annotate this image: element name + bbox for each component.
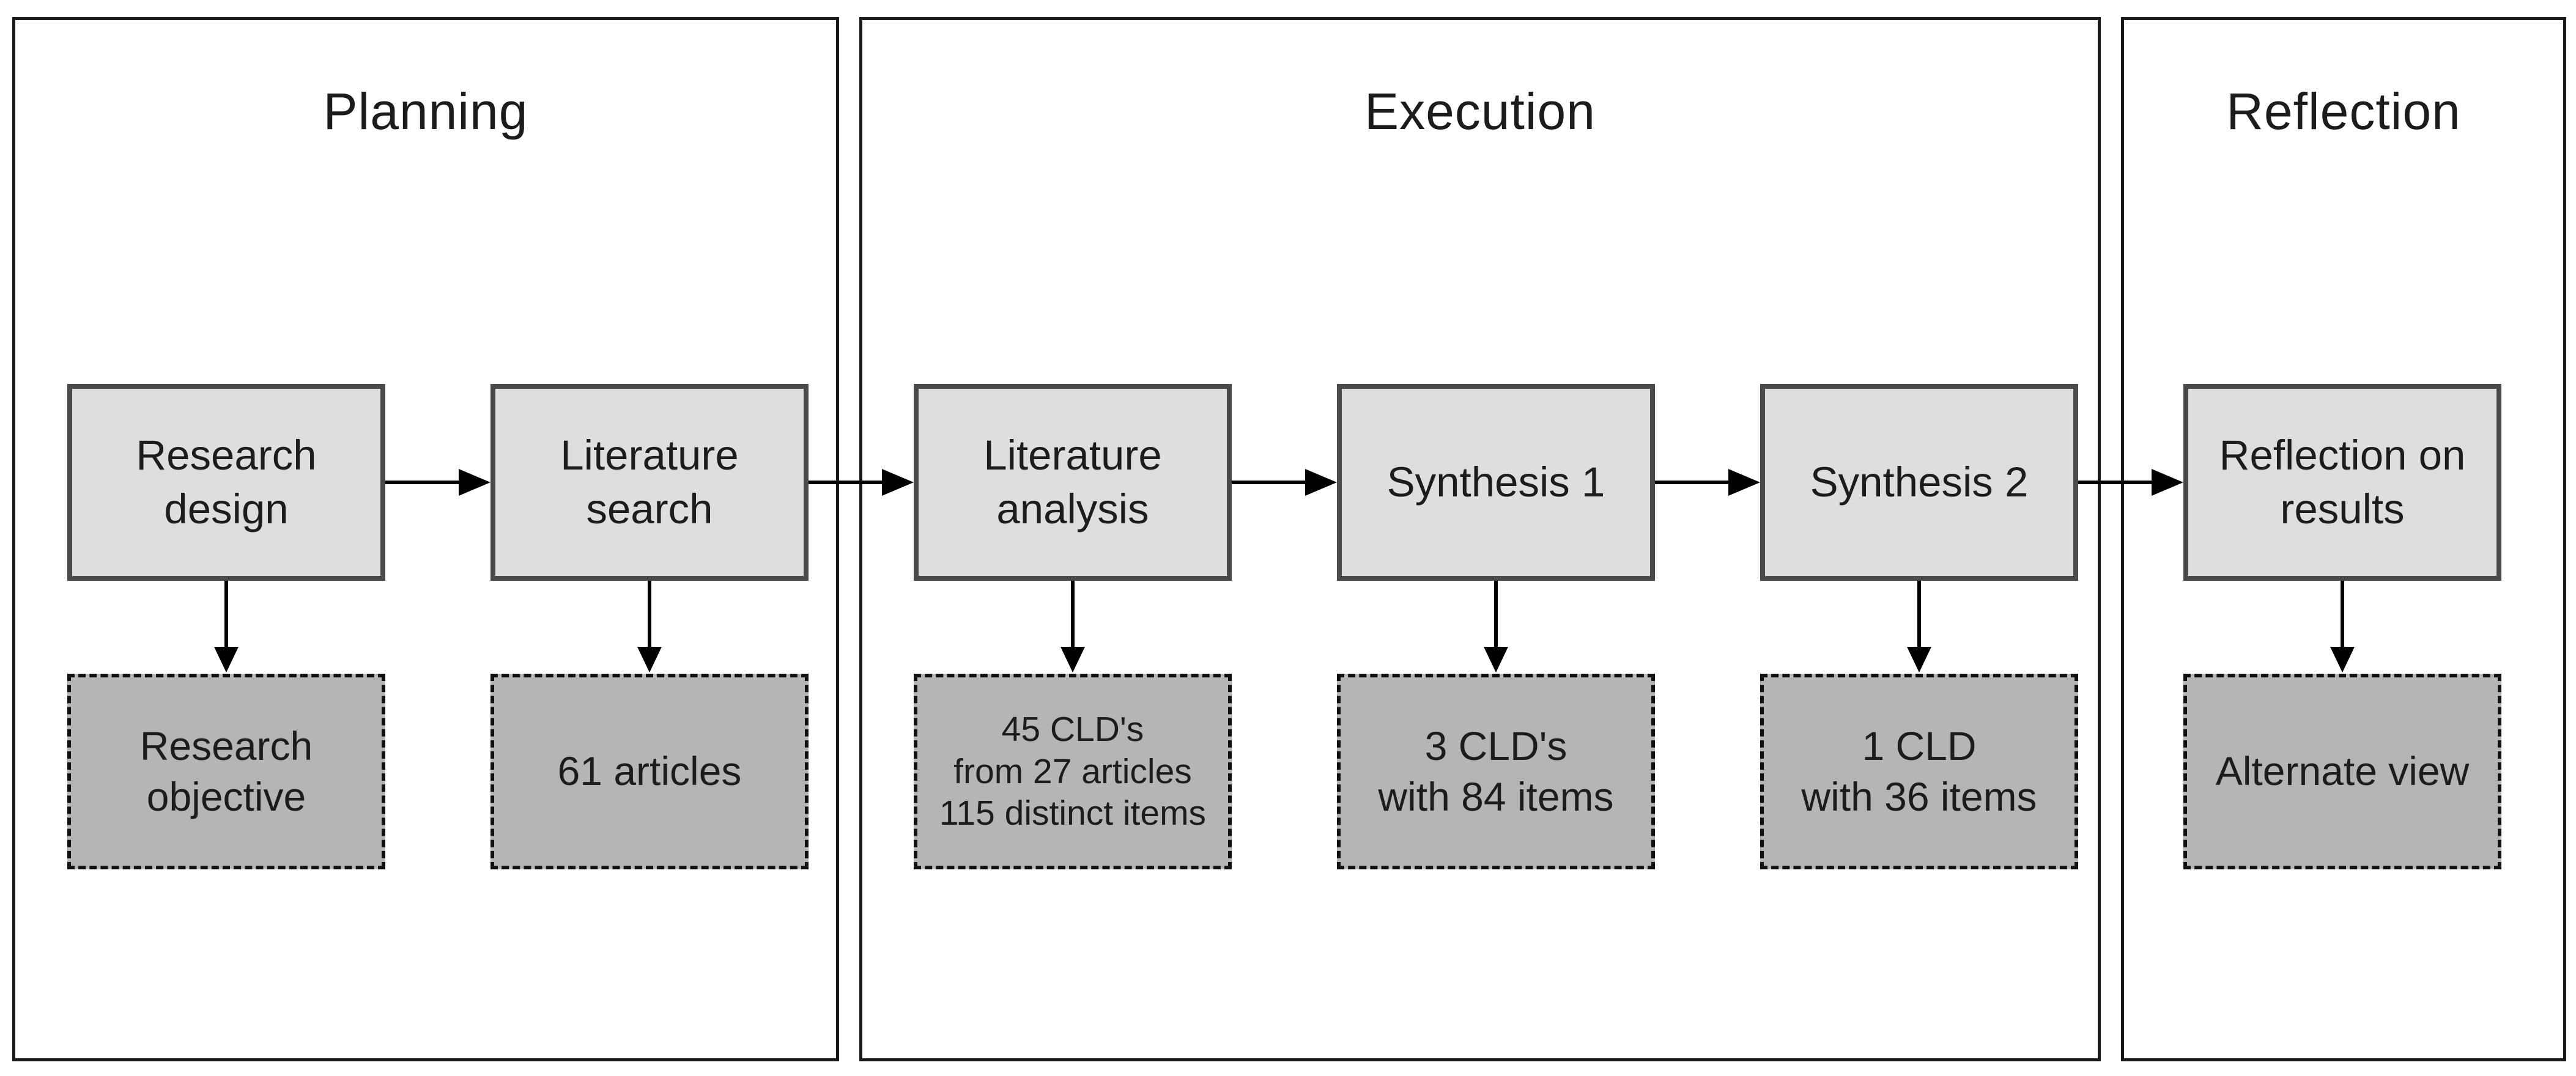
arrow-down-head-icon [1484, 647, 1508, 672]
output-box-45-clds-label: 45 CLD's from 27 articles 115 distinct i… [939, 710, 1207, 833]
arrow-down-head-icon [1060, 647, 1085, 672]
output-box-research-objective: Research objective [67, 674, 385, 869]
arrow-right-head-icon [1305, 469, 1337, 496]
arrow-down-head-icon [1907, 647, 1931, 672]
panel-title-reflection: Reflection [2226, 83, 2461, 140]
arrow-right-head-icon [1728, 469, 1760, 496]
arrow-down-icon [224, 581, 228, 647]
process-box-research-design: Research design [67, 384, 385, 581]
arrow-down-icon [1071, 581, 1075, 647]
process-box-synthesis-1: Synthesis 1 [1337, 384, 1655, 581]
arrow-right-head-icon [2152, 469, 2183, 496]
process-box-synthesis-2-label: Synthesis 2 [1810, 458, 2029, 506]
output-box-61-articles-label: 61 articles [557, 748, 742, 794]
arrow-down-head-icon [637, 647, 662, 672]
output-box-alternate-view-label: Alternate view [2215, 748, 2470, 794]
arrow-right-icon [1232, 481, 1309, 484]
panel-title-planning: Planning [323, 83, 528, 140]
process-box-literature-analysis-label: Literature analysis [983, 431, 1162, 532]
arrow-down-icon [648, 581, 651, 647]
arrow-right-head-icon [459, 469, 490, 496]
output-box-1-cld-label: 1 CLD with 36 items [1801, 723, 2037, 819]
arrow-right-icon [2078, 481, 2155, 484]
output-box-61-articles: 61 articles [490, 674, 809, 869]
process-box-literature-analysis: Literature analysis [914, 384, 1232, 581]
arrow-down-head-icon [2330, 647, 2355, 672]
arrow-down-icon [2341, 581, 2344, 647]
process-box-synthesis-1-label: Synthesis 1 [1386, 458, 1605, 506]
process-box-synthesis-2: Synthesis 2 [1760, 384, 2078, 581]
output-box-45-clds: 45 CLD's from 27 articles 115 distinct i… [914, 674, 1232, 869]
arrow-right-icon [809, 481, 886, 484]
output-box-3-clds: 3 CLD's with 84 items [1337, 674, 1655, 869]
arrow-right-head-icon [882, 469, 914, 496]
process-box-literature-search-label: Literature search [560, 431, 739, 532]
panel-title-execution: Execution [1364, 83, 1596, 140]
output-box-research-objective-label: Research objective [139, 723, 313, 819]
output-box-3-clds-label: 3 CLD's with 84 items [1378, 723, 1614, 819]
arrow-down-icon [1917, 581, 1921, 647]
arrow-right-icon [1655, 481, 1732, 484]
arrow-down-head-icon [214, 647, 239, 672]
process-box-reflection-on-results: Reflection on results [2183, 384, 2501, 581]
arrow-right-icon [385, 481, 462, 484]
process-box-literature-search: Literature search [490, 384, 809, 581]
output-box-1-cld: 1 CLD with 36 items [1760, 674, 2078, 869]
process-box-research-design-label: Research design [136, 431, 317, 532]
output-box-alternate-view: Alternate view [2183, 674, 2501, 869]
arrow-down-icon [1494, 581, 1498, 647]
process-box-reflection-on-results-label: Reflection on results [2219, 431, 2466, 532]
